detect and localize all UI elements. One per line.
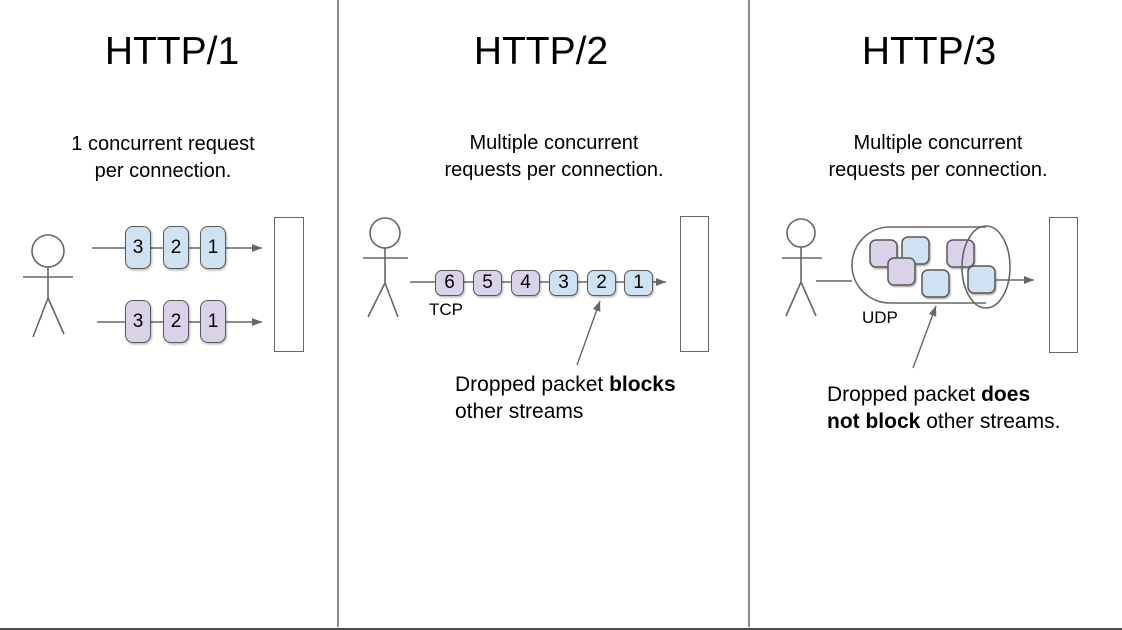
- packet: 5: [473, 270, 502, 296]
- column-divider-1: [337, 0, 339, 627]
- packet: [921, 269, 950, 298]
- packet: 4: [511, 270, 540, 296]
- annotation-bold: does: [981, 383, 1031, 406]
- figure-head: [369, 217, 401, 249]
- packet: 1: [200, 226, 226, 269]
- annotation-text: other streams: [455, 400, 584, 423]
- figure-body: [782, 247, 822, 317]
- packet: 2: [163, 226, 189, 269]
- http2-title: HTTP/2: [473, 30, 609, 73]
- packet: 3: [125, 300, 151, 343]
- figure-body: [363, 248, 408, 318]
- packet: 2: [163, 300, 189, 343]
- packet: 3: [125, 226, 151, 269]
- not-blocked-packet-arrow: [912, 305, 937, 369]
- user-stick-figure-http1: [23, 234, 73, 338]
- http3-title: HTTP/3: [861, 30, 997, 73]
- http1-subtitle: 1 concurrent request per connection.: [71, 133, 255, 182]
- annotation-text: Dropped packet: [827, 383, 976, 406]
- packet: [967, 265, 996, 294]
- server-box: [1049, 217, 1078, 353]
- packet: 3: [549, 270, 578, 296]
- annotation-bold: blocks: [609, 373, 676, 396]
- packet: 6: [435, 270, 464, 296]
- annotation-bold: not block: [827, 410, 921, 433]
- packet: 2: [587, 270, 616, 296]
- packet: [887, 257, 916, 286]
- figure-body: [23, 267, 73, 338]
- http3-subtitle: Multiple concurrent requests per connect…: [828, 132, 1048, 181]
- http2-annotation: Dropped packet blocks other streams: [455, 371, 705, 425]
- blocked-packet-arrow: [576, 300, 601, 366]
- server-box: [680, 216, 709, 352]
- annotation-text: Dropped packet: [455, 373, 604, 396]
- annotation-text: other streams.: [926, 410, 1061, 433]
- user-stick-figure-http3: [782, 218, 822, 317]
- tube-packets-front: [921, 265, 996, 298]
- http3-annotation: Dropped packet does not block other stre…: [827, 381, 1087, 435]
- packet: 1: [624, 270, 653, 296]
- http2-subtitle: Multiple concurrent requests per connect…: [444, 132, 664, 181]
- tube-packets: [869, 236, 975, 286]
- bottom-edge-line: [0, 628, 1122, 630]
- tunnel-opening: [961, 225, 1011, 309]
- server-box: [274, 217, 304, 352]
- packet: 1: [200, 300, 226, 343]
- tcp-label: TCP: [429, 300, 463, 319]
- figure-head: [31, 234, 65, 268]
- packet: [946, 239, 975, 268]
- udp-tunnel: [851, 226, 986, 304]
- udp-label: UDP: [862, 308, 898, 327]
- http1-title: HTTP/1: [104, 30, 240, 73]
- figure-head: [786, 218, 816, 248]
- user-stick-figure-http2: [363, 217, 408, 318]
- column-divider-2: [748, 0, 750, 627]
